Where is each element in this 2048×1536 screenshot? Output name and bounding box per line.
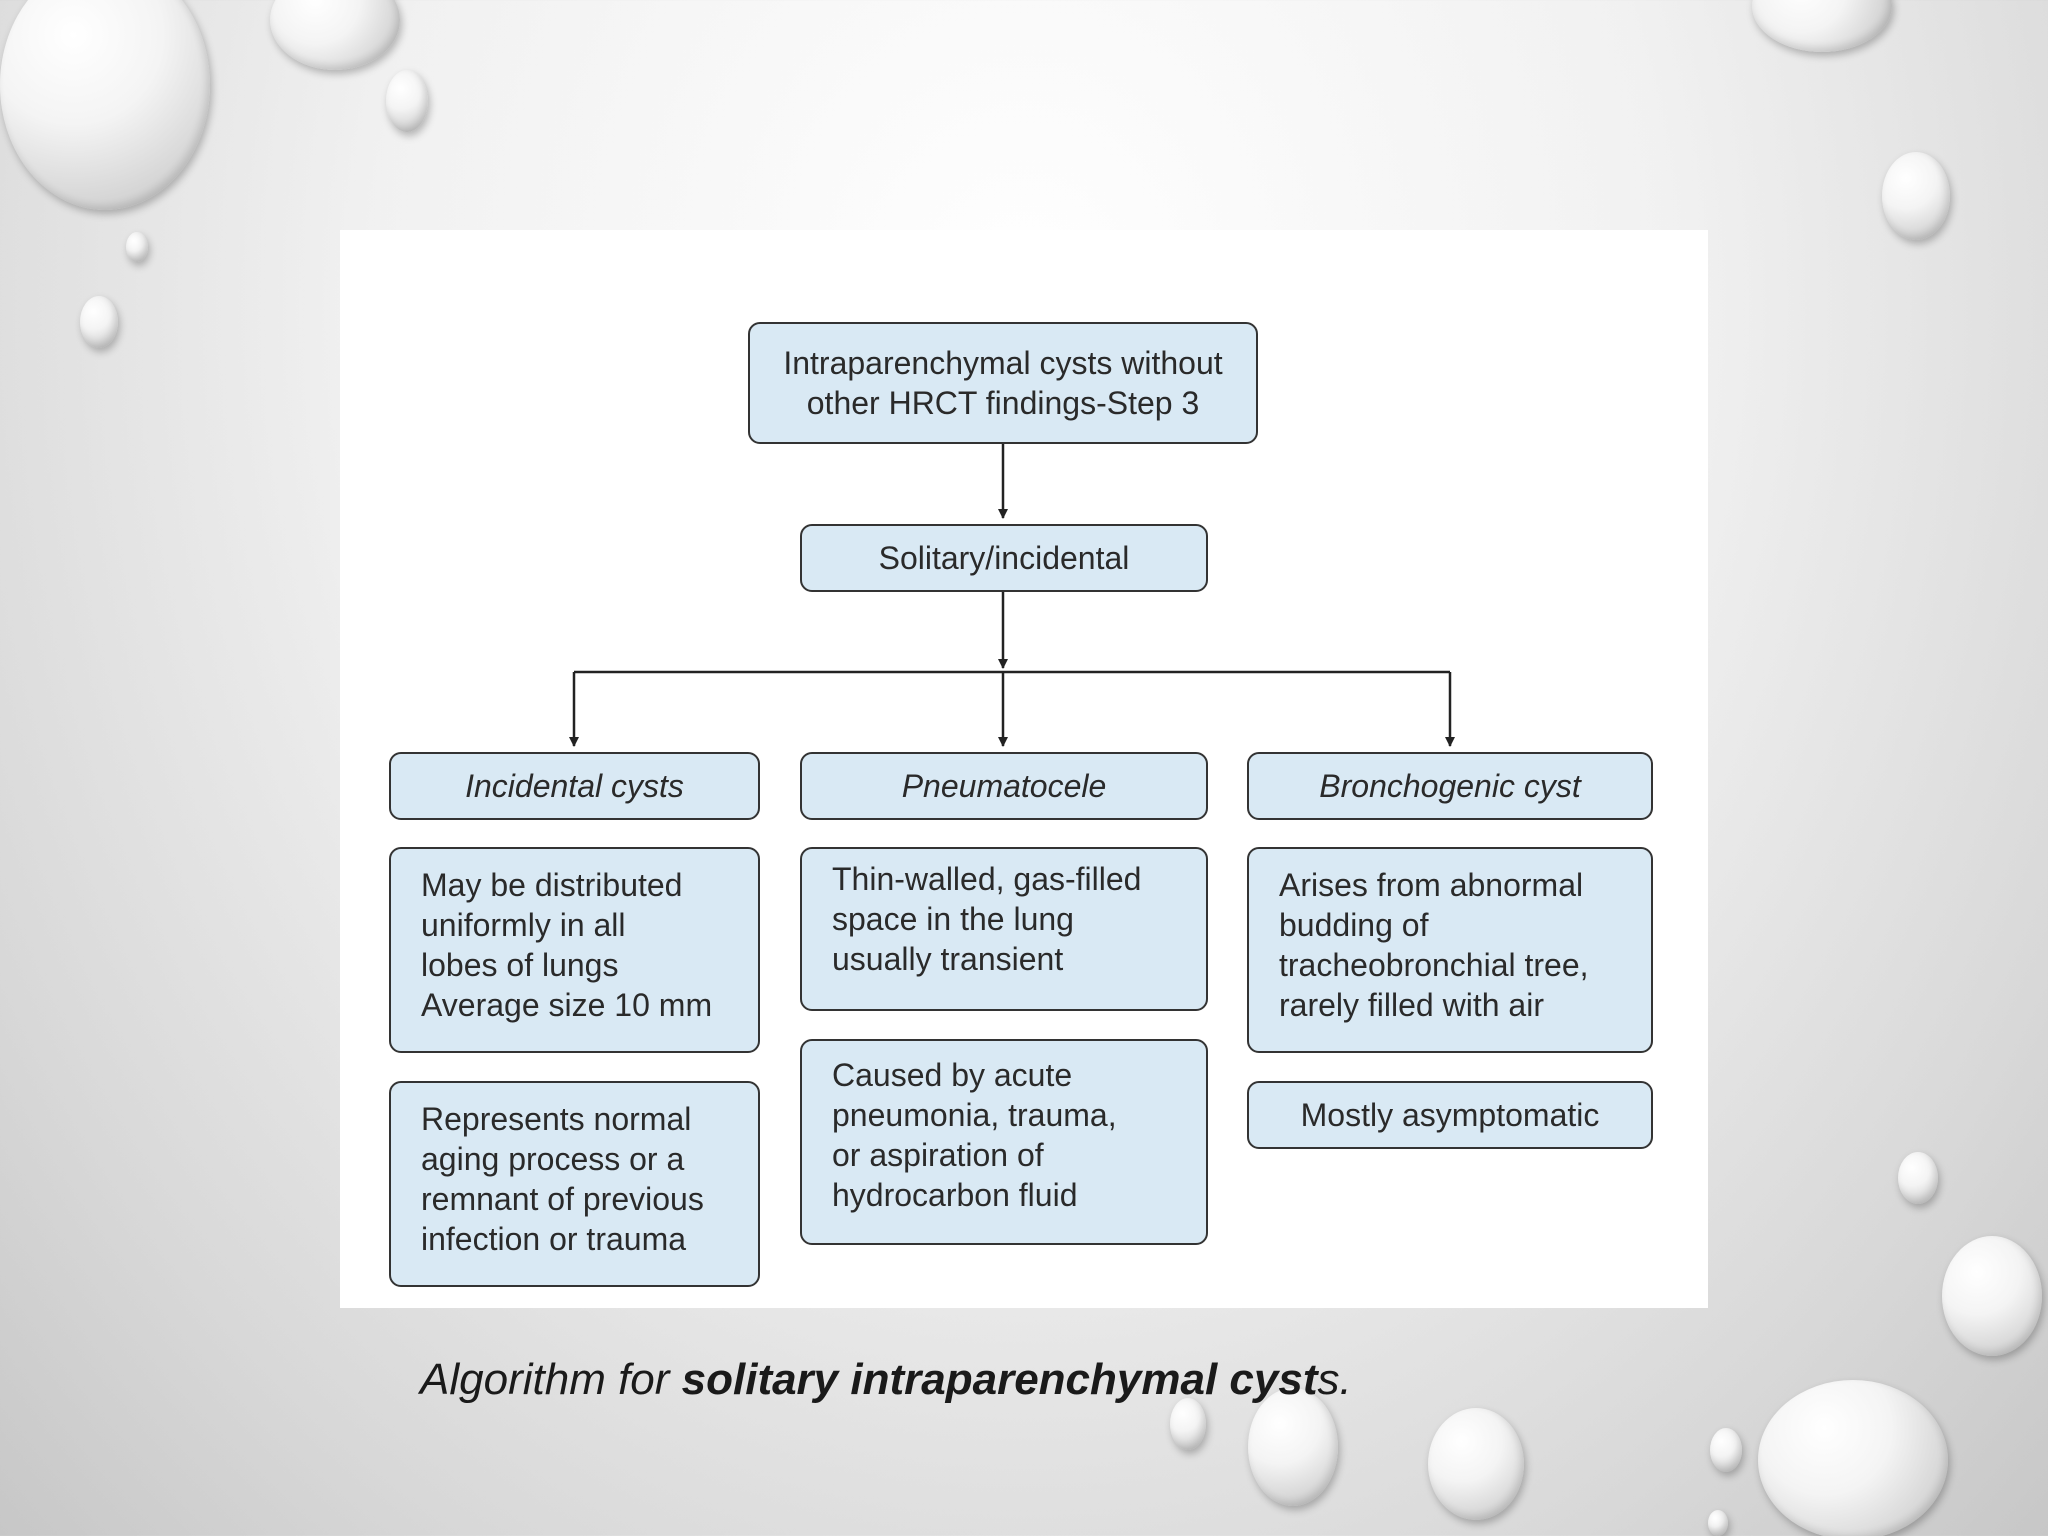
water-drop-decoration: [0, 0, 210, 210]
bronchogenic-cyst-detail-box: Arises from abnormal budding of tracheob…: [1247, 847, 1653, 1053]
solitary-incidental-box: Solitary/incidental: [800, 524, 1208, 592]
water-drop-decoration: [1752, 0, 1892, 52]
water-drop-decoration: [1882, 152, 1950, 240]
pneumatocele-header: Pneumatocele: [800, 752, 1208, 820]
water-drop-decoration: [270, 0, 400, 70]
bronchogenic-cyst-header: Bronchogenic cyst: [1247, 752, 1653, 820]
water-drop-decoration: [1942, 1236, 2042, 1356]
water-drop-decoration: [1428, 1408, 1524, 1520]
pneumatocele-detail-box: Thin-walled, gas-filled space in the lun…: [800, 847, 1208, 1011]
caption-prefix: Algorithm for: [420, 1355, 682, 1404]
water-drop-decoration: [80, 296, 118, 348]
figure-caption: Algorithm for solitary intraparenchymal …: [420, 1355, 1352, 1405]
water-drop-decoration: [1708, 1510, 1728, 1536]
diagram-panel: Intraparenchymal cysts without other HRC…: [340, 230, 1708, 1308]
water-drop-decoration: [1170, 1398, 1206, 1450]
water-drop-decoration: [1248, 1388, 1338, 1506]
water-drop-decoration: [1898, 1152, 1938, 1204]
water-drop-decoration: [1710, 1428, 1742, 1472]
bronchogenic-cyst-symptom-box: Mostly asymptomatic: [1247, 1081, 1653, 1149]
water-drop-decoration: [1758, 1380, 1948, 1536]
connector-lines: [569, 442, 1455, 747]
pneumatocele-cause-box: Caused by acute pneumonia, trauma, or as…: [800, 1039, 1208, 1245]
top-box: Intraparenchymal cysts without other HRC…: [748, 322, 1258, 444]
incidental-cysts-detail-box: May be distributed uniformly in all lobe…: [389, 847, 760, 1053]
caption-bold: solitary intraparenchymal cyst: [681, 1355, 1318, 1404]
water-drop-decoration: [126, 232, 148, 262]
caption-suffix: s.: [1317, 1355, 1352, 1404]
incidental-cysts-header: Incidental cysts: [389, 752, 760, 820]
incidental-cysts-cause-box: Represents normal aging process or a rem…: [389, 1081, 760, 1287]
water-drop-decoration: [386, 70, 428, 132]
